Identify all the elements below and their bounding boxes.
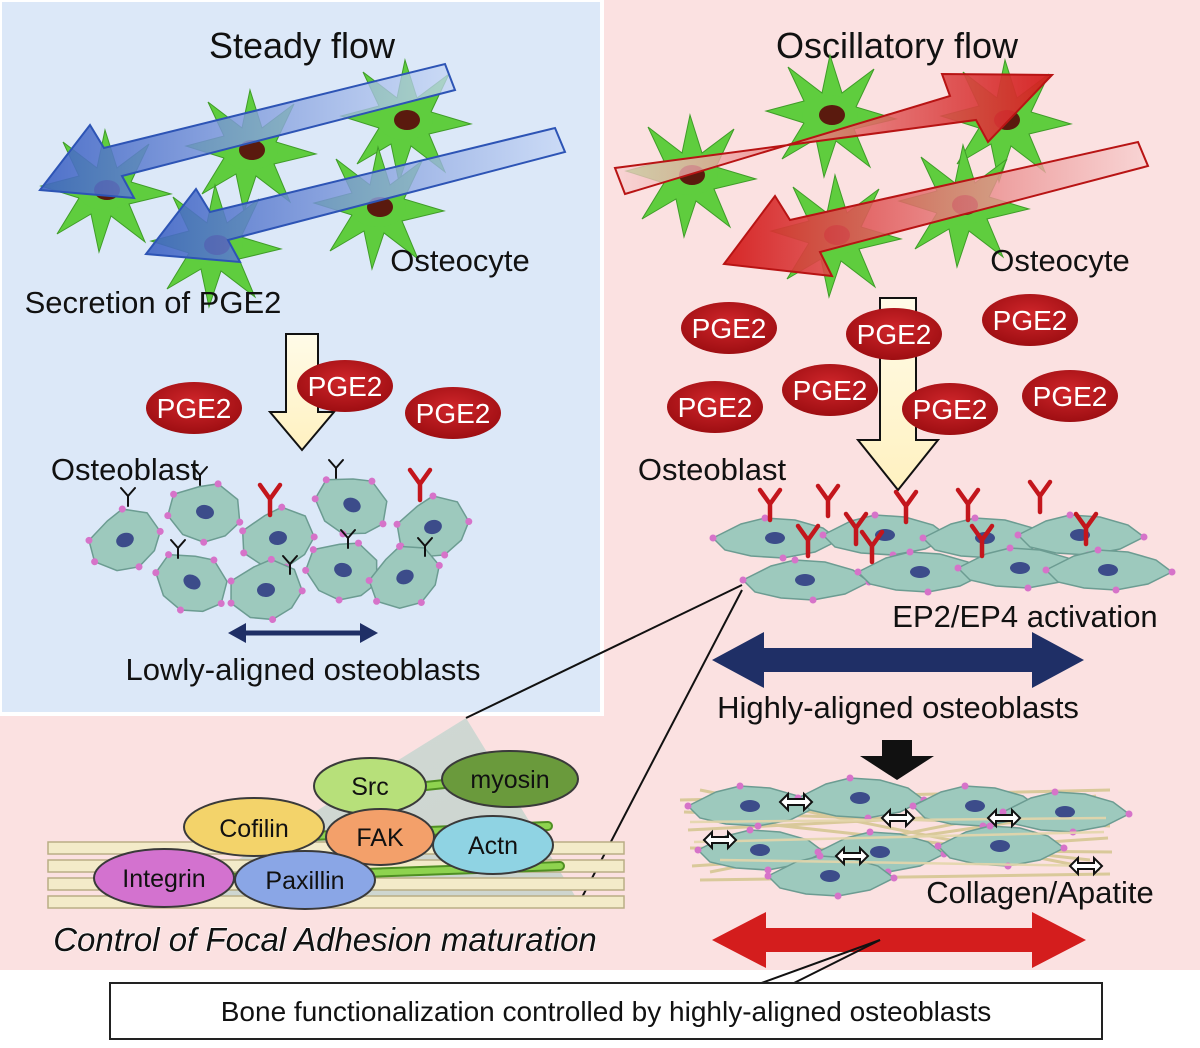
svg-text:PGE2: PGE2 [913,394,988,425]
svg-text:Paxillin: Paxillin [265,867,344,895]
oscillatory-pge2-group: PGE2 PGE2 PGE2 PGE2 PGE2 PGE2 PGE2 [667,294,1118,435]
svg-text:PGE2: PGE2 [157,393,232,424]
pge2-bubble: PGE2 [846,308,942,360]
pge2-bubble: PGE2 [667,381,763,433]
svg-text:Src: Src [351,773,389,801]
protein-fak: FAK [325,808,435,866]
svg-text:FAK: FAK [356,824,404,852]
pge2-bubble: PGE2 [902,383,998,435]
highly-aligned-label: Highly-aligned osteoblasts [717,690,1079,725]
pge2-bubble: PGE2 [146,382,242,434]
svg-text:Actn: Actn [468,832,518,860]
protein-myosin: myosin [441,750,579,808]
bone-alignment-arrow [712,912,1086,968]
pge2-bubble: PGE2 [1022,370,1118,422]
oscillatory-flow-title: Oscillatory flow [776,25,1019,66]
steady-osteoblast-label: Osteoblast [51,452,200,487]
highly-aligned-arrow [712,632,1084,688]
collagen-apatite-matrix [679,773,1134,901]
svg-text:Integrin: Integrin [122,865,205,893]
svg-text:PGE2: PGE2 [416,398,491,429]
svg-text:Cofilin: Cofilin [219,815,288,843]
svg-text:PGE2: PGE2 [308,371,383,402]
svg-text:PGE2: PGE2 [692,313,767,344]
steady-osteocyte-label: Osteocyte [390,243,530,278]
steady-flow-arrows [38,62,567,264]
pge2-bubble: PGE2 [405,387,501,439]
oscillatory-osteocyte-label: Osteocyte [990,243,1130,278]
ep-activation-label: EP2/EP4 activation [892,599,1157,634]
steady-alignment-arrow [228,623,378,643]
protein-actn: Actn [432,815,554,875]
pge2-bubble: PGE2 [782,364,878,416]
svg-text:PGE2: PGE2 [1033,381,1108,412]
focal-adhesion-caption: Control of Focal Adhesion maturation [53,921,597,958]
svg-text:PGE2: PGE2 [793,375,868,406]
pge2-bubble: PGE2 [297,360,393,412]
svg-text:PGE2: PGE2 [993,305,1068,336]
lowly-aligned-label: Lowly-aligned osteoblasts [126,652,481,687]
pge2-bubble: PGE2 [681,302,777,354]
oscillatory-osteoblast-label: Osteoblast [638,452,787,487]
conclusion-box [109,982,1103,1040]
secretion-label: Secretion of PGE2 [25,285,282,320]
protein-paxillin: Paxillin [234,850,376,910]
protein-integrin: Integrin [93,848,235,908]
protein-cofilin: Cofilin [183,797,325,857]
conclusion-text: Bone functionalization controlled by hig… [221,996,992,1027]
result-down-arrow [860,740,934,780]
collagen-apatite-label: Collagen/Apatite [926,875,1154,910]
pge2-bubble: PGE2 [982,294,1078,346]
focal-adhesion-illustration: Src myosin Cofilin FAK Actn Integrin Pax… [47,718,625,910]
svg-text:myosin: myosin [470,766,549,794]
steady-pge2-group: PGE2 PGE2 PGE2 [146,360,501,439]
protein-src: Src [313,757,427,815]
steady-flow-title: Steady flow [209,25,396,66]
svg-text:PGE2: PGE2 [857,319,932,350]
oscillatory-flow-arrows [613,72,1150,278]
svg-text:PGE2: PGE2 [678,392,753,423]
